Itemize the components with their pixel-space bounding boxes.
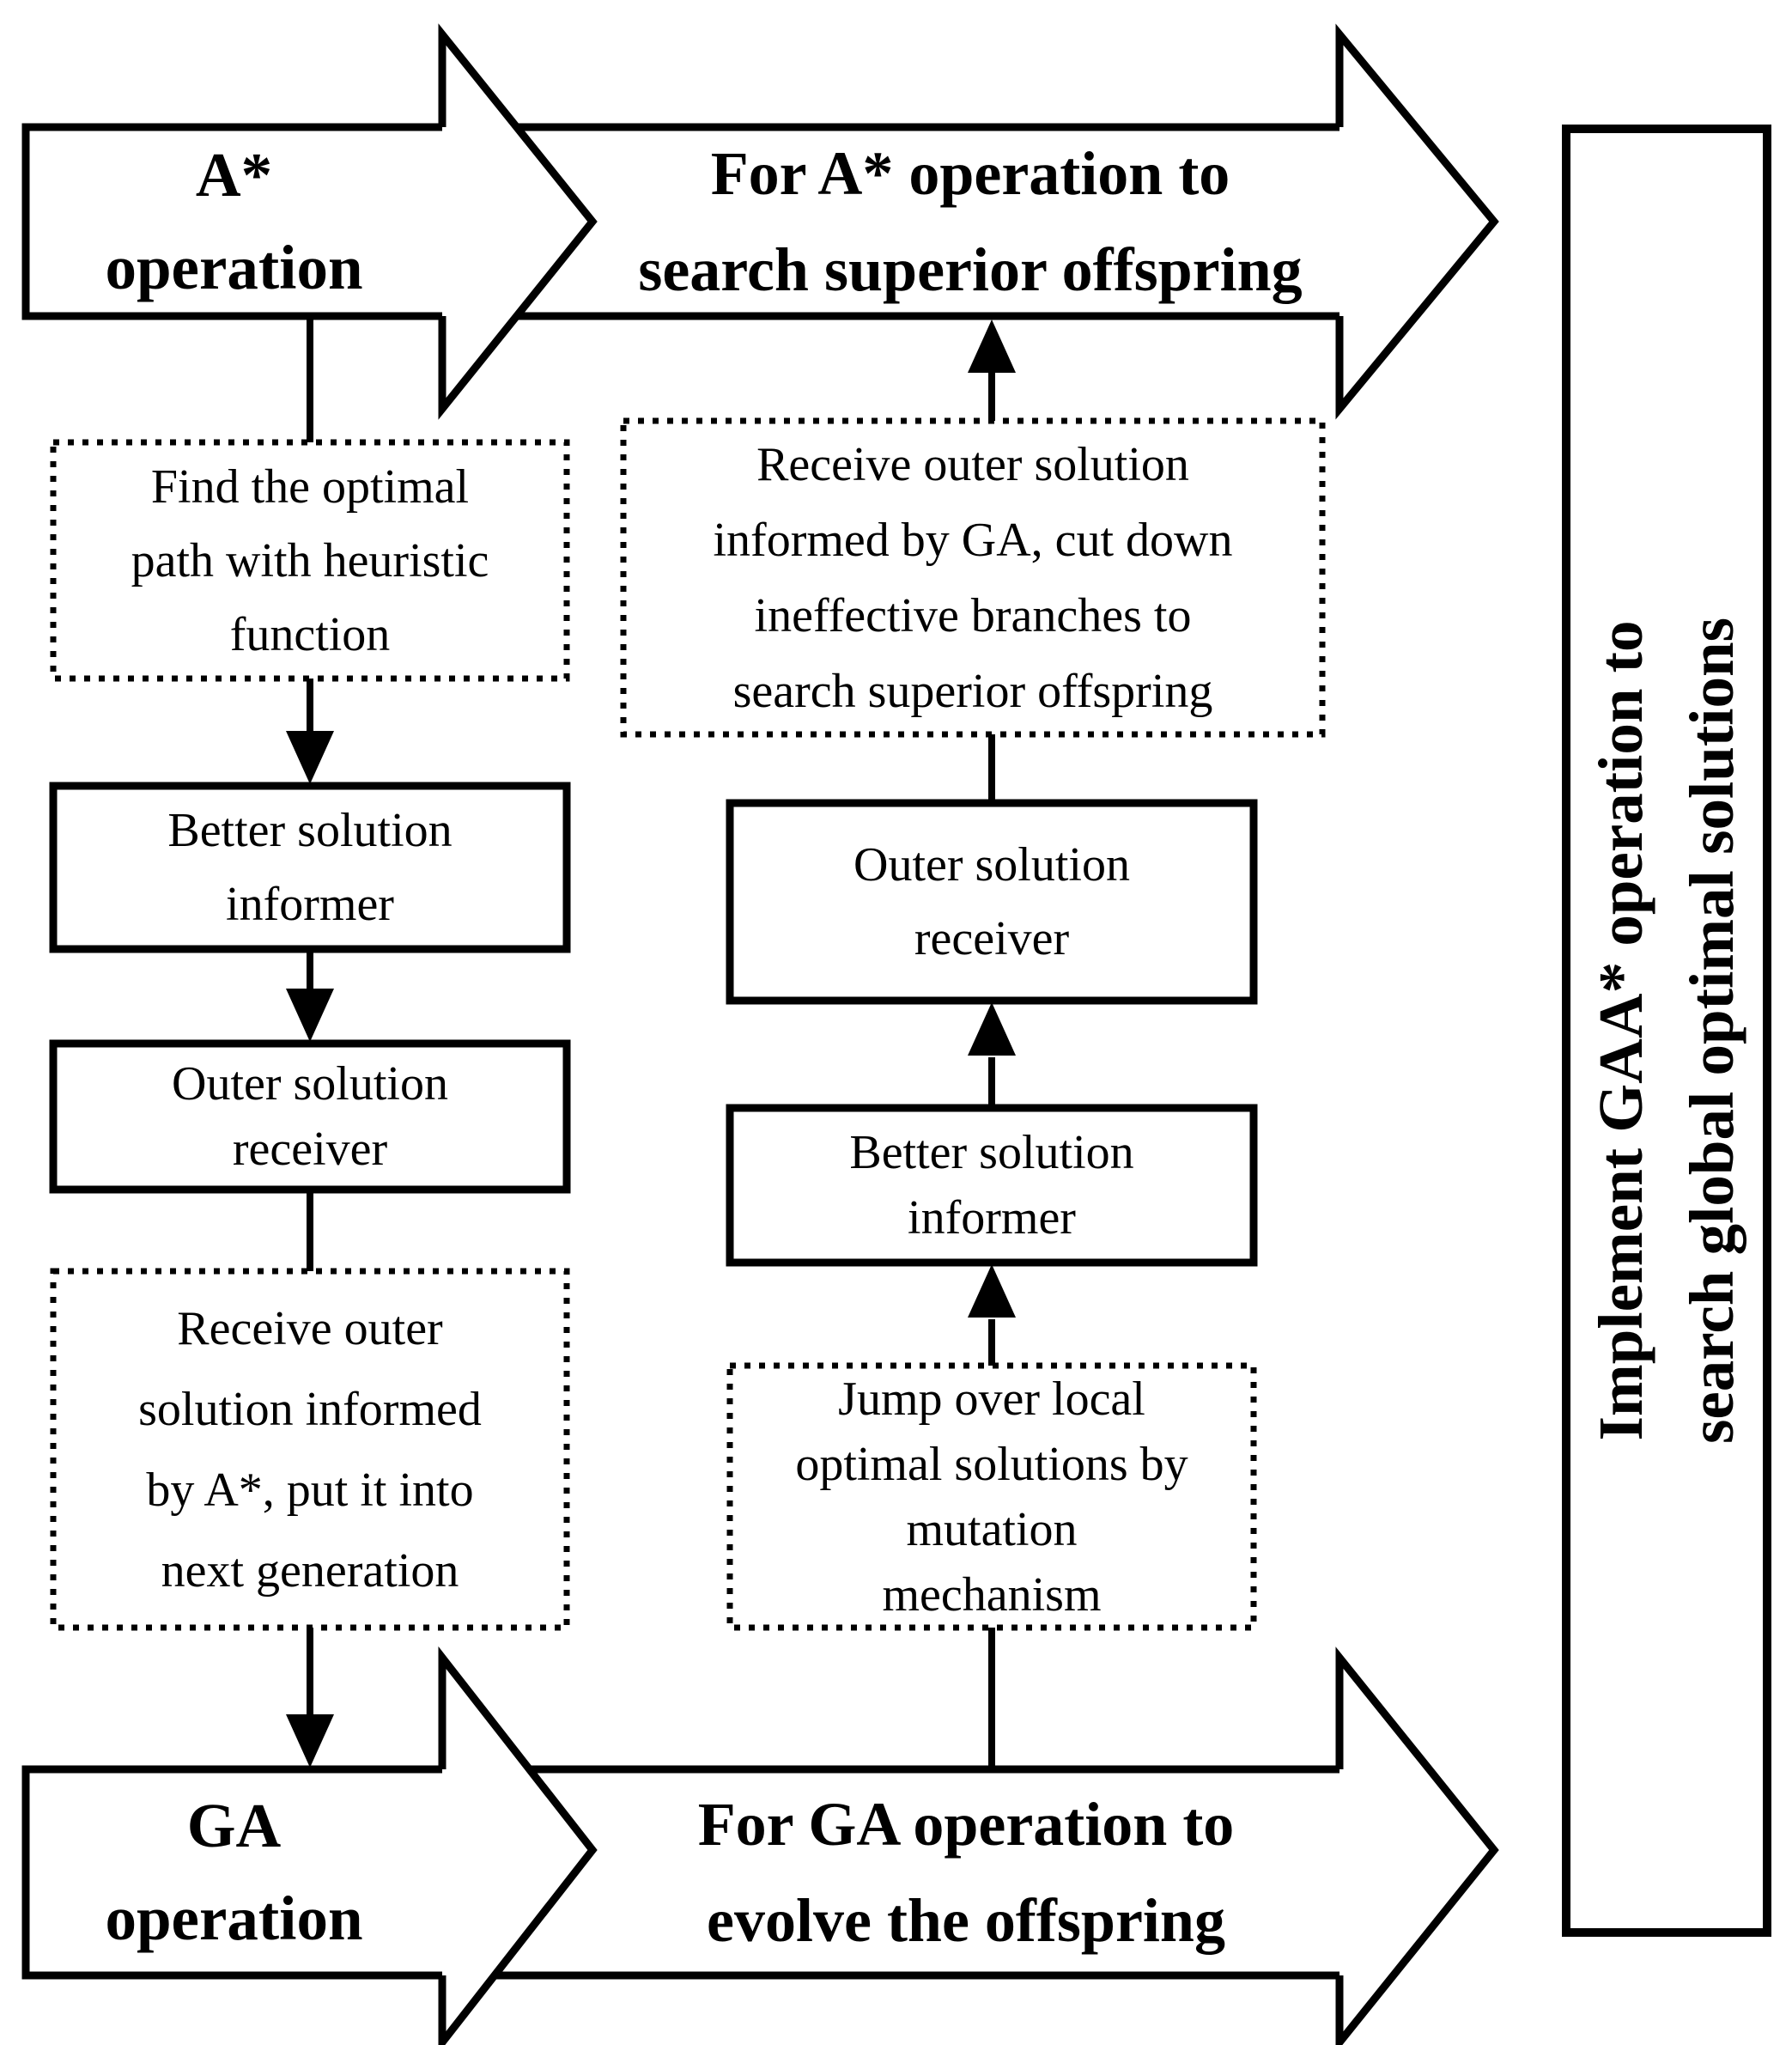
down-arrowhead-icon (286, 731, 334, 784)
bottom-arrow-tail-chevron (438, 1646, 598, 2045)
receiver-middle-line1: Outer solution (853, 838, 1130, 892)
outer-solution-receiver-middle-label: Outer solution receiver (730, 803, 1254, 1001)
jump-line4: mechanism (882, 1567, 1102, 1622)
informer-middle-line1: Better solution (849, 1126, 1134, 1179)
receive-astar-line3: by A*, put it into (146, 1463, 474, 1517)
informer-middle-line2: informer (908, 1191, 1076, 1245)
up-arrowhead-icon (968, 1264, 1016, 1318)
middle-column-connectors (968, 320, 1016, 1769)
top-arrow-label: For A* operation to search superior offs… (601, 127, 1339, 316)
left-column-connectors (286, 316, 334, 1768)
bottom-arrow-label-line1: For GA operation to (697, 1790, 1235, 1859)
bottom-arrow-head (1335, 1646, 1499, 2045)
top-block-arrow (21, 23, 1499, 420)
ga-operation-line1: GA (186, 1791, 282, 1860)
find-optimal-path-label: Find the optimal path with heuristic fun… (53, 442, 567, 679)
up-arrowhead-icon (968, 1002, 1016, 1056)
astar-operation-box (21, 123, 442, 320)
better-solution-informer-left-label: Better solution informer (53, 786, 567, 949)
receive-outer-solution-ga-label: Receive outer solution informed by GA, c… (623, 421, 1322, 734)
receive-ga-line2: informed by GA, cut down (713, 513, 1233, 567)
down-arrowhead-icon (286, 989, 334, 1042)
find-optimal-line3: function (229, 607, 391, 661)
find-optimal-line2: path with heuristic (131, 533, 489, 587)
right-panel-box (1562, 125, 1771, 1937)
ga-operation-box (21, 1765, 442, 1980)
receive-ga-line4: search superior offspring (732, 664, 1213, 718)
receiver-left-line1: Outer solution (172, 1057, 448, 1111)
receive-outer-solution-astar-label: Receive outer solution informed by A*, p… (53, 1271, 567, 1628)
astar-operation-label: A* operation (26, 127, 442, 316)
informer-left-line1: Better solution (167, 804, 453, 857)
informer-left-line2: informer (226, 878, 394, 931)
top-arrow-label-line2: search superior offspring (638, 235, 1303, 304)
receive-ga-line3: ineffective branches to (754, 588, 1192, 642)
astar-operation-line2: operation (105, 233, 363, 302)
ga-operation-label: GA operation (26, 1769, 442, 1975)
jump-line2: optimal solutions by (795, 1437, 1188, 1491)
jump-line1: Jump over local (838, 1372, 1145, 1426)
ga-operation-line2: operation (105, 1884, 363, 1953)
bottom-block-arrow (21, 1646, 1499, 2045)
jump-over-local-optima-label: Jump over local optimal solutions by mut… (730, 1366, 1254, 1628)
outer-solution-receiver-left-label: Outer solution receiver (53, 1044, 567, 1190)
bottom-arrow-label: For GA operation to evolve the offspring (592, 1769, 1339, 1975)
right-panel: Implement GAA* operation to search globa… (1566, 129, 1767, 1932)
receiver-left-line2: receiver (232, 1123, 388, 1176)
right-panel-line1: Implement GAA* operation to (1586, 620, 1655, 1441)
top-arrow-head (1335, 23, 1499, 420)
receive-astar-line2: solution informed (138, 1382, 482, 1436)
find-optimal-line1: Find the optimal (150, 460, 470, 514)
receive-outer-solution-ga-box (620, 417, 1326, 738)
up-arrowhead-icon (968, 320, 1016, 373)
better-solution-informer-middle-label: Better solution informer (730, 1108, 1254, 1263)
top-arrow-tail-chevron (438, 23, 598, 420)
receive-astar-line1: Receive outer (177, 1301, 443, 1355)
right-panel-label: Implement GAA* operation to search globa… (1566, 137, 1767, 1924)
receive-astar-line4: next generation (161, 1543, 459, 1598)
bottom-arrow-label-line2: evolve the offspring (707, 1886, 1225, 1955)
find-optimal-path-box (50, 439, 570, 682)
top-arrow-label-line1: For A* operation to (710, 139, 1230, 208)
receive-ga-line1: Receive outer solution (756, 437, 1189, 491)
jump-line3: mutation (906, 1502, 1078, 1556)
right-panel-line2: search global optimal solutions (1677, 618, 1746, 1444)
receiver-middle-line2: receiver (914, 912, 1070, 965)
astar-operation-line1: A* (195, 140, 273, 210)
down-arrowhead-icon (286, 1714, 334, 1768)
